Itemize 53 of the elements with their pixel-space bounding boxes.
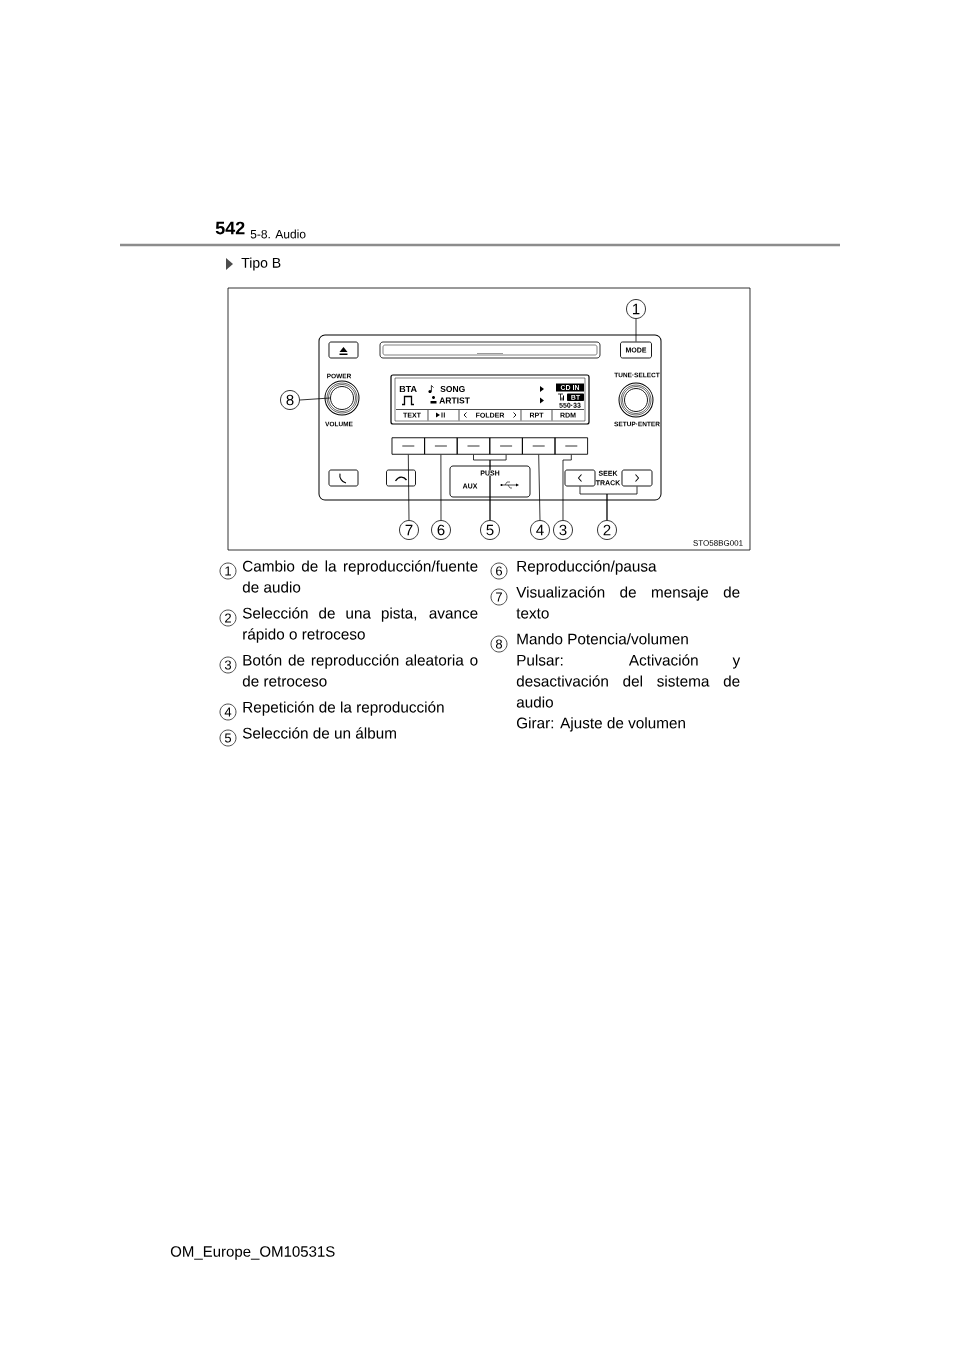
- preset-button: [456, 437, 491, 455]
- callout-number: 5: [480, 520, 500, 540]
- description-text: Repetición de la reproducción: [243, 701, 444, 716]
- eject-button: [328, 341, 359, 359]
- leader-line: [489, 454, 507, 521]
- description-text: Girar: Ajuste de volumen: [516, 717, 685, 732]
- seek-button: [621, 469, 653, 487]
- leader-line: [538, 454, 541, 521]
- preset-button: [391, 437, 426, 455]
- display-text: BTA: [399, 385, 417, 393]
- description-text: Reproducción/pausa: [517, 560, 657, 575]
- leader-line: [440, 454, 442, 521]
- description-text: Visualización de mensaje de texto: [516, 586, 740, 619]
- leader-line: [606, 486, 638, 521]
- callout-number: 4: [219, 703, 237, 721]
- seek-button: [564, 469, 596, 487]
- callout-number: 3: [553, 520, 573, 540]
- preset-button: [489, 437, 523, 455]
- description-text: Cambio de la reproducción/fuente de audio: [242, 560, 478, 593]
- callout-number: 4: [530, 520, 550, 540]
- description-text: Selección de una pista, avance rápido o retroceso: [242, 607, 478, 643]
- callout-number: 1: [626, 299, 646, 319]
- preset-button: [521, 437, 556, 455]
- preset-button: [424, 437, 458, 455]
- leader-line: [299, 397, 331, 401]
- callout-number: 1: [219, 562, 237, 580]
- document-code: OM_Europe_OM10531S: [170, 1246, 335, 1260]
- preset-button: [554, 437, 589, 455]
- leader-line: [407, 454, 410, 521]
- description-text: Pulsar: Activación y desactivación del sistema de audio: [516, 654, 741, 708]
- leader-line: [562, 454, 572, 521]
- phone-button: [328, 469, 359, 487]
- callout-number: 8: [490, 635, 508, 653]
- section-title: 5-8. Audio: [250, 229, 306, 239]
- display-text: SONG: [440, 386, 465, 392]
- callout-number: 6: [490, 562, 508, 580]
- callout-number: 6: [431, 520, 451, 540]
- callout-number: 8: [280, 390, 300, 410]
- callout-number: 7: [399, 520, 419, 540]
- figure-code: STO58BG001: [693, 540, 743, 546]
- page-number: 542: [215, 221, 245, 235]
- callout-number: 2: [219, 609, 237, 627]
- description-text: Botón de reproducción aleatoria o de retroceso: [242, 654, 478, 687]
- callout-number: 7: [490, 588, 508, 606]
- description-text: Mando Potencia/volumen: [517, 633, 688, 645]
- display-text: ARTIST: [439, 397, 470, 404]
- callout-number: 5: [219, 729, 237, 747]
- description-text: Selección de un álbum: [242, 727, 396, 739]
- callout-number: 2: [597, 520, 617, 540]
- subheading: Tipo B: [241, 257, 281, 271]
- hang-up-button: [386, 469, 416, 487]
- leader-line: [635, 318, 637, 342]
- callout-number: 3: [219, 656, 237, 674]
